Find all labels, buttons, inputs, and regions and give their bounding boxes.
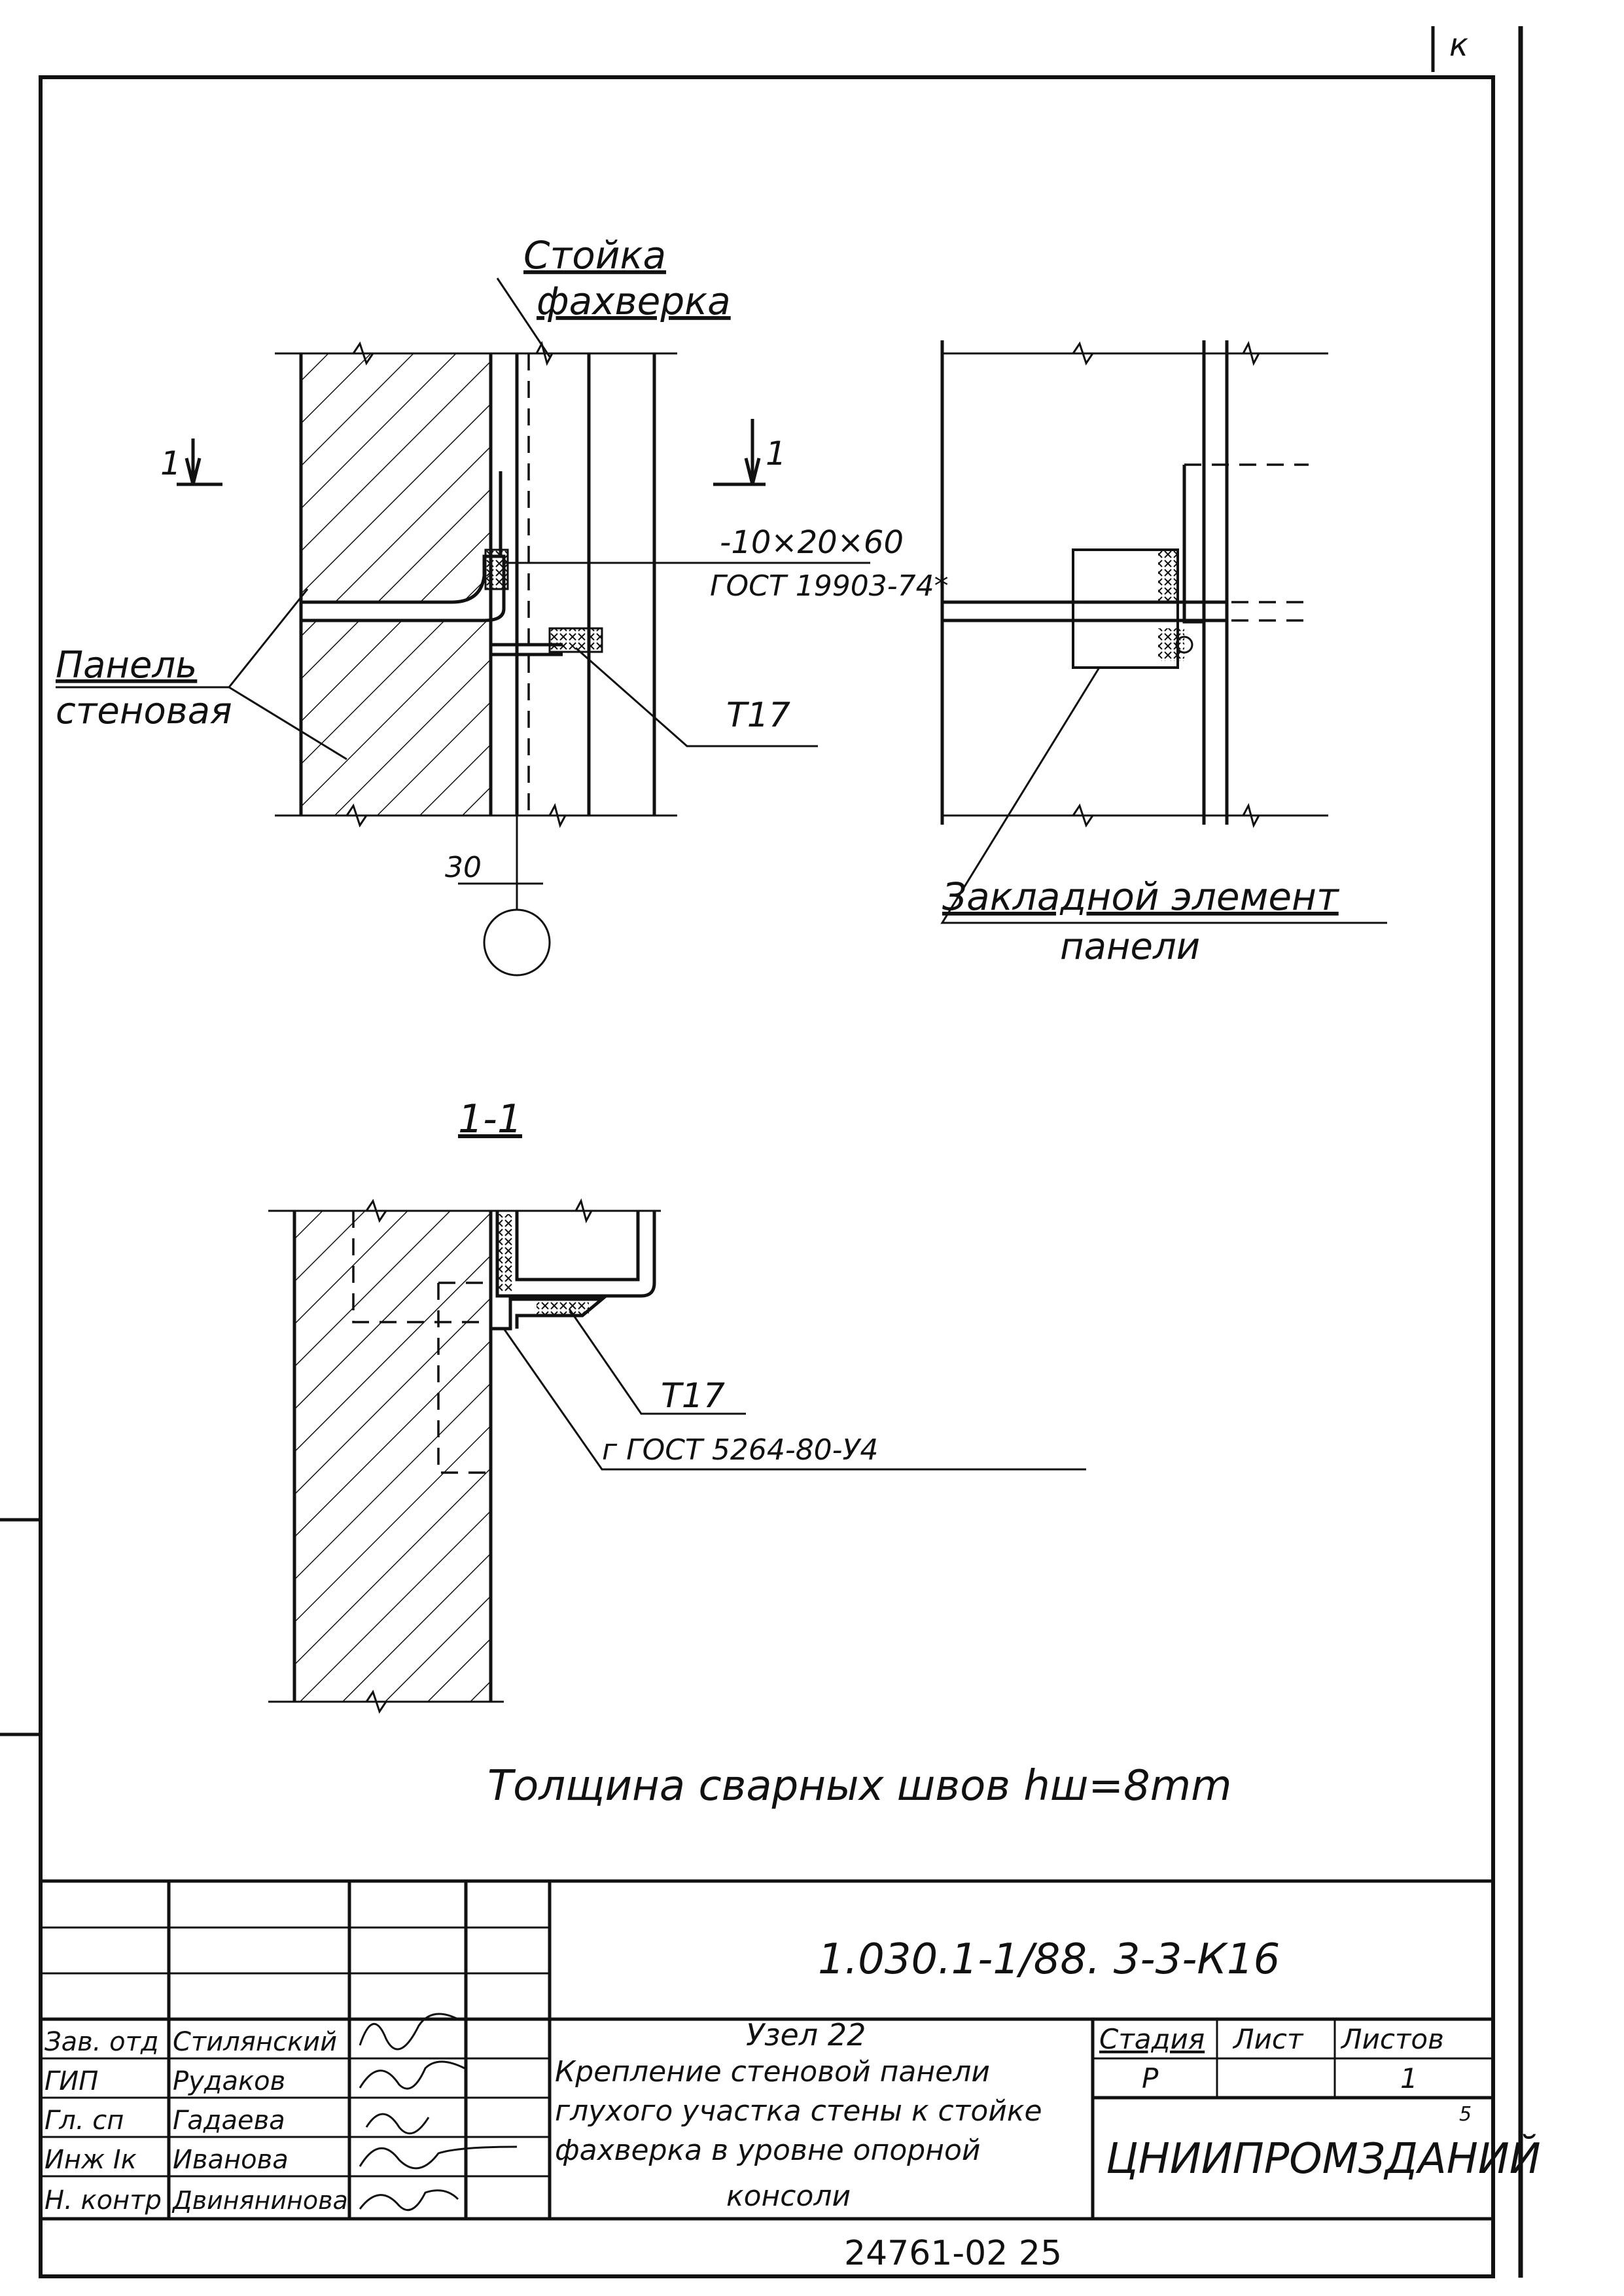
- role-4: Инж Iк: [44, 2145, 137, 2175]
- section-mark-left: [177, 439, 222, 486]
- side-detail: Закладной элемент панели: [940, 340, 1387, 968]
- title-block: 1.030.1-1/88. 3-3-К16 Зав. отд Стилянски…: [41, 1879, 1541, 2221]
- name-3: Гадаева: [173, 2106, 285, 2136]
- post-label-line2: фахверка: [537, 279, 731, 323]
- name-4: Иванова: [173, 2145, 289, 2175]
- role-3: Гл. сп: [44, 2106, 124, 2136]
- panel-label-line1: Панель: [56, 644, 197, 687]
- footer-code: 24761-02 25: [844, 2234, 1062, 2273]
- role-1: Зав. отд: [44, 2027, 159, 2057]
- panel-label-line2: стеновая: [56, 690, 232, 732]
- name-5: Двинянинова: [171, 2186, 348, 2215]
- section-wall-hatch: [294, 1211, 491, 1702]
- plate-standard: ГОСТ 19903-74*: [710, 569, 949, 603]
- section-plate: [491, 1297, 607, 1331]
- org-note: 5: [1459, 2103, 1472, 2126]
- corner-mark: к: [1449, 27, 1468, 63]
- role-5: Н. контр: [44, 2185, 162, 2215]
- weld-thickness-note: Толщина сварных швов hш=8mm: [487, 1762, 1231, 1810]
- wall-panel-lower: [301, 620, 491, 816]
- sheets-header: Листов: [1340, 2023, 1444, 2055]
- description-line4: консоли: [726, 2179, 851, 2213]
- sheets-value: 1: [1400, 2062, 1418, 2094]
- role-2: ГИП: [44, 2066, 98, 2096]
- sheet-frame: [39, 75, 1495, 2278]
- section-mark-right: [713, 419, 766, 486]
- top-detail: 1 1 Стойка фахверка -10×20×60 ГОСТ 19903…: [56, 233, 949, 977]
- plate-spec: -10×20×60: [720, 524, 904, 561]
- description-line2: глухого участка стены к стойке: [555, 2094, 1042, 2128]
- section-mark-right-label: 1: [766, 435, 786, 473]
- section-title: 1-1: [458, 1096, 522, 1142]
- embedded-element: [1072, 548, 1179, 669]
- node-title: Узел 22: [746, 2017, 866, 2053]
- organization: ЦНИИПРОМЗДАНИЙ: [1106, 2134, 1541, 2183]
- embedded-label-line1: Закладной элемент: [942, 874, 1340, 919]
- section-weld-type: Т17: [661, 1376, 725, 1416]
- offset-dimension: 30: [445, 851, 482, 884]
- wall-panel-upper: [301, 353, 491, 602]
- stage-value: Р: [1142, 2062, 1159, 2094]
- weld-top: [484, 548, 509, 590]
- section-weld-standard: г ГОСТ 5264-80-У4: [602, 1433, 878, 1467]
- name-1: Стилянский: [173, 2027, 337, 2057]
- weld-type-label: Т17: [726, 696, 790, 735]
- angle-plate: [360, 554, 506, 622]
- section-channel: [495, 1211, 656, 1298]
- sheet-header: Лист: [1232, 2023, 1304, 2055]
- section-mark-left-label: 1: [160, 444, 181, 482]
- description-line3: фахверка в уровне опорной: [555, 2134, 980, 2167]
- axis-marker: [483, 908, 551, 977]
- description-line1: Крепление стеновой панели: [555, 2055, 990, 2089]
- section-1-1: 1-1 Т17 г ГОСТ 5264-80-У4: [268, 1096, 1086, 1714]
- signatures: [359, 2013, 518, 2212]
- embedded-label-line2: панели: [1060, 925, 1200, 968]
- drawing-code: 1.030.1-1/88. 3-3-К16: [818, 1935, 1280, 1984]
- name-2: Рудаков: [173, 2066, 285, 2096]
- stage-header: Стадия: [1099, 2023, 1205, 2055]
- post-label-line1: Стойка: [523, 233, 666, 278]
